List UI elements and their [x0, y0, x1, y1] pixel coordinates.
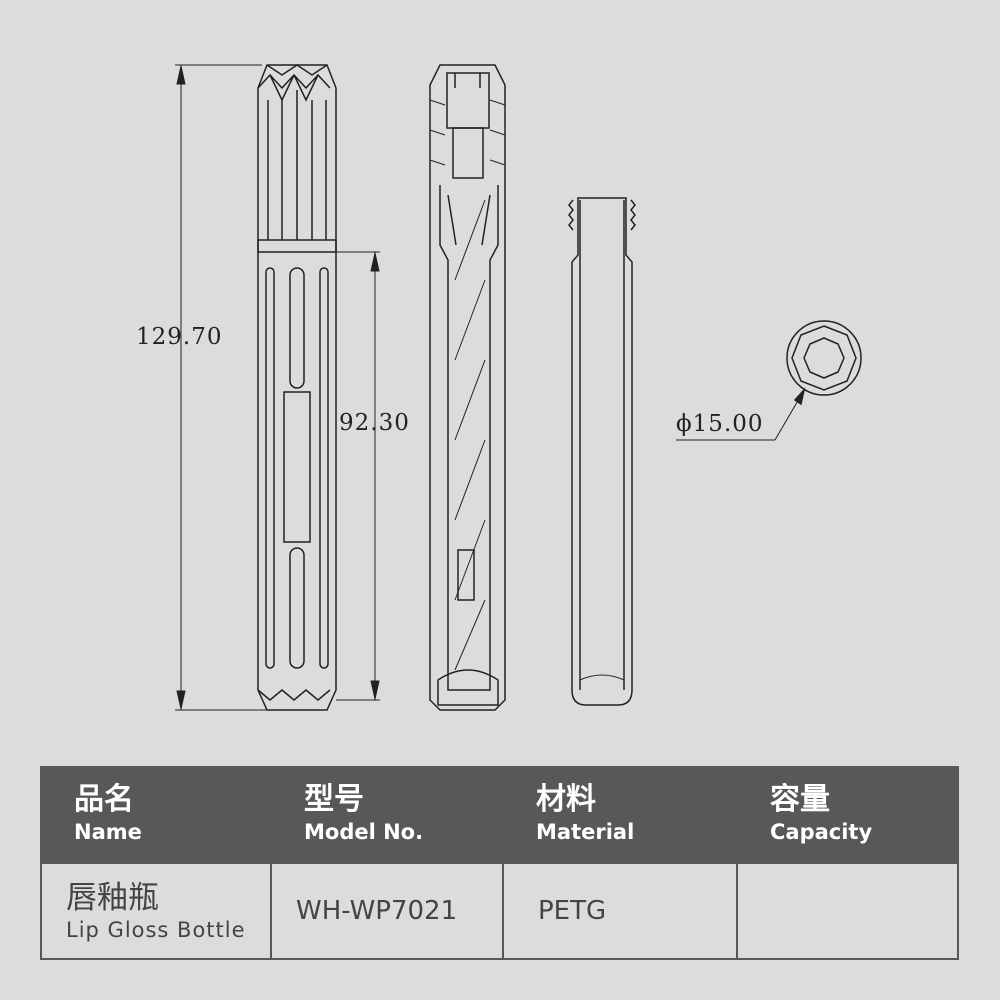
dimension-label-diameter: ϕ15.00 [676, 411, 764, 437]
bottle-front-view [257, 64, 337, 711]
cell-model: WH-WP7021 [270, 862, 504, 960]
dimension-body [336, 251, 380, 701]
dimension-label-body: 92.30 [339, 410, 410, 436]
bottle-section-view [429, 64, 506, 711]
bottle-top-view [676, 320, 862, 441]
dimension-label-overall: 129.70 [136, 324, 223, 350]
dimension-overall [175, 64, 270, 711]
cell-capacity [736, 862, 959, 960]
bottle-tube-view [568, 197, 636, 706]
cell-material: PETG [502, 862, 738, 960]
bottle-drawing [175, 64, 862, 711]
